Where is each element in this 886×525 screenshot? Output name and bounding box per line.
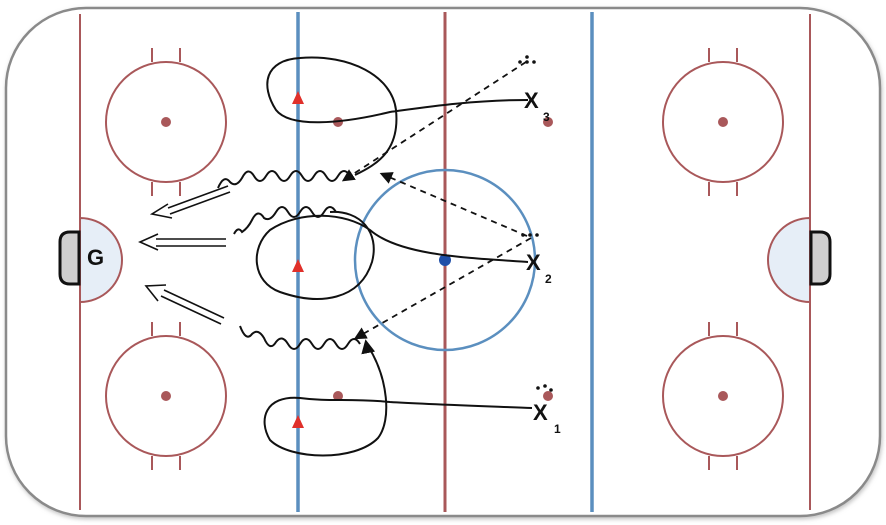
cone-middle (292, 259, 304, 272)
player-x1: X 1 (533, 400, 561, 436)
right-goal-net (809, 230, 832, 286)
player-x2-symbol: X (526, 250, 541, 275)
skate-path-top (266, 56, 529, 176)
puck-pile-top (518, 55, 536, 64)
pass-lane-3 (353, 237, 532, 340)
faceoff-circle-right-bottom (662, 322, 784, 470)
puck-pile-bottom (536, 384, 553, 392)
left-goal-crease (79, 216, 123, 304)
faceoff-circle-left-top (105, 48, 227, 196)
center-faceoff-dot (439, 254, 451, 266)
player-x3: X 3 (524, 88, 550, 124)
neutral-dot-right-bottom (543, 391, 553, 401)
cone-top (292, 91, 304, 104)
player-x2-number: 2 (545, 272, 552, 286)
pass-lane-2 (379, 172, 528, 237)
skate-path-middle (255, 210, 529, 300)
faceoff-circle-left-bottom (105, 322, 227, 470)
player-x1-symbol: X (533, 400, 548, 425)
pass-lane-1 (341, 61, 527, 182)
faceoff-circle-right-top (662, 48, 784, 196)
player-x1-number: 1 (554, 422, 561, 436)
shot-arrow-middle (138, 233, 226, 251)
stickhandle-path-top (217, 170, 351, 189)
left-goal-net (58, 230, 81, 286)
skate-path-bottom (263, 345, 533, 457)
center-circle (353, 168, 537, 352)
shot-arrow-top (149, 185, 231, 219)
cone-bottom (292, 415, 304, 428)
skate-arrow-bottom (361, 339, 376, 355)
goalie-label: G (87, 245, 104, 270)
player-x3-symbol: X (524, 88, 539, 113)
stickhandle-path-middle (233, 206, 337, 235)
right-goal-crease (767, 216, 811, 304)
player-x3-number: 3 (543, 110, 550, 124)
player-x2: X 2 (526, 250, 552, 286)
stickhandle-path-bottom (239, 325, 361, 350)
neutral-dot-right-top (543, 117, 553, 127)
shot-arrow-bottom (144, 284, 225, 325)
neutral-dot-left-bottom (333, 391, 343, 401)
